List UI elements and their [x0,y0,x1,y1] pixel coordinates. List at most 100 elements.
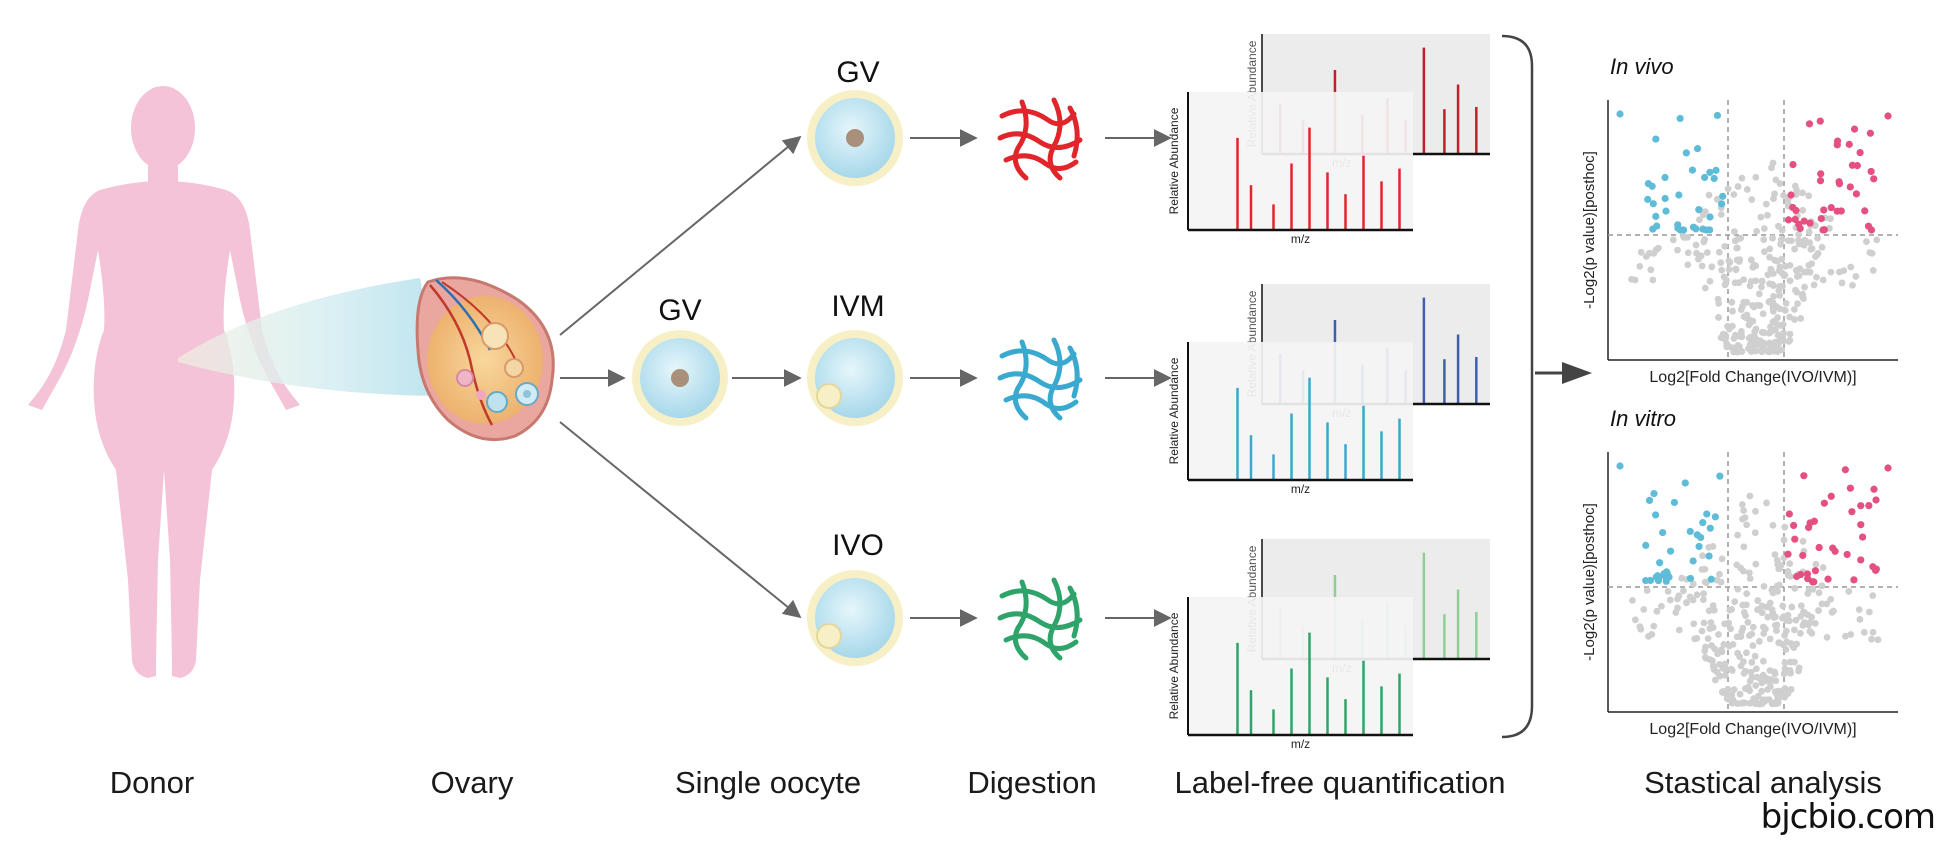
volcano-point [1806,219,1814,227]
volcano-point [1706,524,1714,532]
volcano-point [1846,183,1854,191]
volcano-point [1775,287,1783,295]
volcano-point [1801,283,1808,291]
volcano-point [1840,267,1848,275]
volcano-point [1652,212,1660,221]
volcano-point [1650,489,1658,498]
volcano-point [1743,311,1751,319]
volcano-point [1815,589,1823,597]
volcano-point [1743,590,1751,597]
volcano-point [1773,621,1781,629]
volcano-point [1867,167,1875,176]
volcano-point [1644,179,1652,188]
volcano-point [1766,348,1773,356]
volcano-point [1884,464,1892,472]
oocyte-gv-source [632,330,728,426]
volcano-point [1793,572,1801,581]
volcano-point [1835,180,1844,188]
volcano-point [1643,587,1651,594]
volcano-point [1649,200,1657,208]
volcano-point [1763,696,1771,704]
volcano-point [1799,189,1806,197]
volcano-point [1789,203,1797,212]
volcano-point [1706,277,1714,285]
volcano-point [1819,564,1827,571]
volcano-point [1758,609,1766,617]
volcano-point [1869,592,1877,600]
results-bracket [1501,34,1534,739]
volcano-point [1653,607,1661,615]
volcano-point [1690,620,1698,628]
volcano-point [1691,635,1699,643]
volcano-point [1801,268,1809,276]
oocyte-gv [807,90,903,186]
stage-label-donor: Donor [109,765,195,800]
volcano-point [1710,664,1718,672]
volcano-point [1739,624,1747,632]
volcano-point [1758,283,1765,291]
volcano-xlabel: Log2[Fold Change(IVO/IVM)] [1649,369,1856,386]
volcano-point [1817,170,1825,178]
volcano-point [1696,216,1703,224]
volcano-point [1789,160,1797,169]
peptides-ivo [997,577,1083,661]
volcano-point [1752,682,1760,690]
volcano-point [1782,299,1790,307]
volcano-point [1693,531,1701,539]
volcano-point [1764,211,1771,219]
volcano-point [1721,672,1729,679]
volcano-point [1637,248,1645,256]
volcano-point [1701,565,1709,573]
volcano-point [1792,266,1800,274]
volcano-point [1770,292,1777,300]
spectrum-front-panel [1188,597,1413,735]
peptide-strand [1003,153,1079,171]
volcano-point [1705,607,1713,615]
volcano-point [1715,631,1722,638]
volcano-point [1737,662,1745,670]
volcano-point [1861,207,1869,215]
volcano-point [1884,112,1892,120]
peptide-strand [999,588,1077,607]
volcano-point [1857,521,1865,529]
volcano-point [1827,492,1835,500]
volcano-point [1771,670,1779,678]
volcano-point [1797,315,1805,322]
volcano-point [1759,623,1767,631]
volcano-point [1738,501,1746,508]
volcano-point [1846,484,1854,492]
volcano-point [1758,687,1766,695]
volcano-point [1801,236,1809,244]
volcano-point [1799,537,1807,545]
volcano-point [1757,213,1765,221]
volcano-point [1748,196,1756,203]
volcano-point [1781,307,1789,314]
volcano-point [1769,159,1777,167]
volcano-point [1870,485,1878,493]
volcano-point [1816,177,1825,185]
volcano-point [1811,619,1819,627]
volcano-point [1645,496,1654,505]
volcano-point [1698,627,1706,635]
volcano-point [1716,570,1723,578]
volcano-point [1628,275,1635,283]
volcano-point [1718,200,1726,208]
volcano-point [1869,563,1877,571]
volcano-point [1774,331,1782,339]
volcano-point [1749,642,1757,649]
volcano-point [1772,326,1779,334]
volcano-point [1744,684,1752,692]
volcano-point [1777,322,1785,330]
volcano-point [1699,552,1706,560]
volcano-point [1658,602,1665,610]
volcano-point [1689,580,1697,588]
volcano-point [1750,261,1758,269]
volcano-point [1740,543,1748,551]
peptide-strand [1012,339,1029,421]
volcano-point [1723,340,1730,348]
volcano-point [1644,195,1652,203]
volcano-point [1869,628,1877,636]
volcano-point [1800,217,1808,225]
volcano-point [1796,629,1804,637]
volcano-point [1845,140,1853,148]
